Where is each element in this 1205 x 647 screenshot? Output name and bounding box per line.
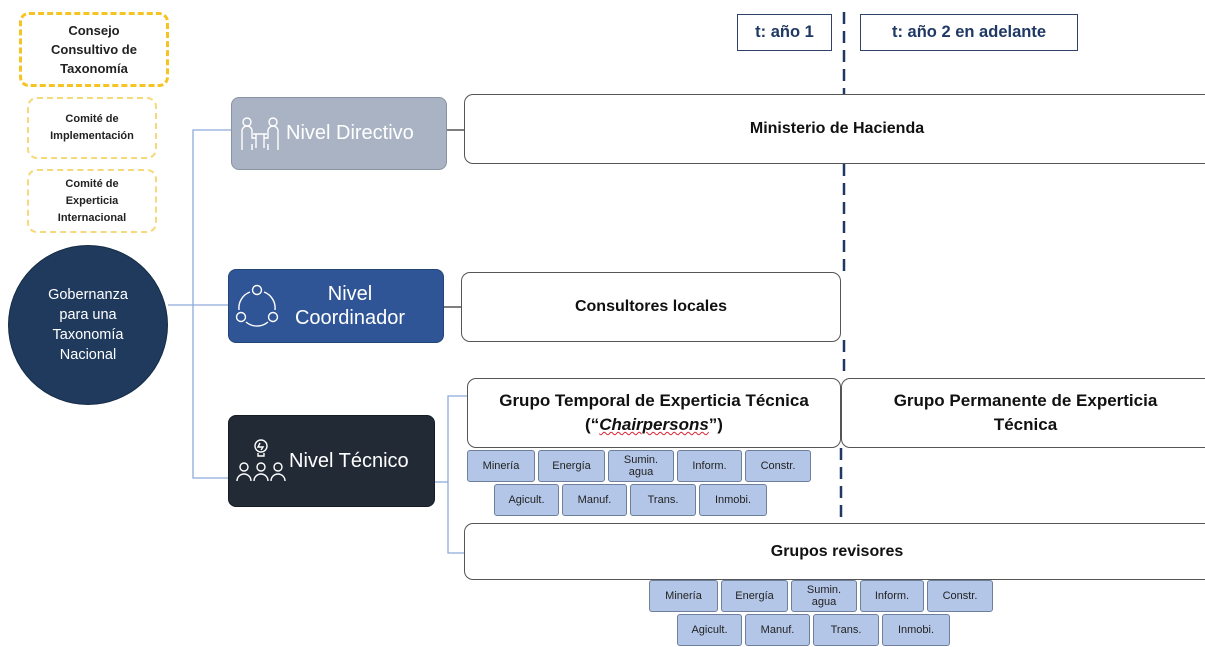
governance-circle: Gobernanza para una Taxonomía Nacional xyxy=(8,245,168,405)
sector-chip: Inmobi. xyxy=(699,484,767,516)
ministerio-label: Ministerio de Hacienda xyxy=(749,120,925,137)
sector-chip-text: Constr. xyxy=(942,590,978,602)
grupo-temporal-close: ”) xyxy=(708,415,723,434)
sector-chip-text: Trans. xyxy=(647,494,679,506)
consultores-box: Consultores locales xyxy=(461,272,841,342)
sector-chip: Trans. xyxy=(813,614,879,646)
sector-chip-text: Energía xyxy=(552,460,591,472)
ministerio-box: Ministerio de Hacienda xyxy=(464,94,1205,164)
sector-chip: Constr. xyxy=(745,450,811,482)
sector-chip-text: Inmobi. xyxy=(714,494,752,506)
sector-chip-text: Sumin. xyxy=(623,454,659,466)
sector-chip: Energía xyxy=(721,580,788,612)
sector-chip: Sumin.agua xyxy=(791,580,857,612)
period-year1-label: t: año 1 xyxy=(737,14,832,51)
team-idea-icon xyxy=(233,437,289,485)
grupo-temporal-box: Grupo Temporal de Experticia Técnica (“C… xyxy=(467,378,841,448)
comite-exp-line-3: Internacional xyxy=(57,211,127,224)
sector-chip: Minería xyxy=(467,450,535,482)
grupos-revisores-label: Grupos revisores xyxy=(770,542,904,560)
sector-chip-text: Sumin. xyxy=(806,584,842,596)
sector-chip-text: Constr. xyxy=(760,460,796,472)
nivel-coordinador-box: Nivel Coordinador xyxy=(228,269,444,343)
sector-chip: Agicult. xyxy=(677,614,742,646)
sector-chip: Inmobi. xyxy=(882,614,950,646)
sector-chip-text: Minería xyxy=(665,590,702,602)
sector-chip-text: Manuf. xyxy=(577,494,612,506)
sector-chip-text: Minería xyxy=(482,460,520,472)
sector-chip-text: Agicult. xyxy=(508,494,545,506)
governance-line-2: para una xyxy=(59,307,117,323)
sector-chip: Energía xyxy=(538,450,605,482)
nivel-coordinador-line-2: Coordinador xyxy=(294,307,406,329)
sector-chip-text: Manuf. xyxy=(760,624,795,636)
sector-chip: Sumin.agua xyxy=(608,450,674,482)
sector-chip: Inform. xyxy=(677,450,742,482)
comite-exp-line-1: Comité de xyxy=(65,177,119,190)
consejo-line-2: Consultivo de xyxy=(51,42,137,57)
cycle-icon xyxy=(231,283,283,329)
sector-chip-text: Energía xyxy=(735,590,774,602)
comite-impl-line-1: Comité de xyxy=(65,113,119,125)
sector-chip: Constr. xyxy=(927,580,993,612)
sector-chip: Minería xyxy=(649,580,718,612)
sector-chip-text: Inform. xyxy=(692,460,727,472)
nivel-tecnico-box: Nivel Técnico xyxy=(228,415,435,507)
grupo-permanente-label: Grupo Permanente de Experticia Técnica xyxy=(893,391,1158,434)
nivel-coordinador-label: Nivel Coordinador xyxy=(283,282,417,330)
comite-exp-line-2: Experticia xyxy=(65,194,119,207)
sector-chip-text: Agicult. xyxy=(691,624,728,636)
nivel-coordinador-line-1: Nivel xyxy=(327,283,373,305)
nivel-directivo-box: Nivel Directivo xyxy=(231,97,447,170)
consejo-line-1: Consejo xyxy=(68,23,120,38)
grupo-temporal-line-1: Grupo Temporal de Experticia Técnica xyxy=(499,391,809,410)
meeting-icon xyxy=(234,114,286,154)
consultores-label: Consultores locales xyxy=(574,298,728,315)
governance-line-3: Taxonomía xyxy=(52,327,124,343)
comite-experticia: Comité de Experticia Internacional xyxy=(27,169,157,233)
sector-chip: Inform. xyxy=(860,580,924,612)
sector-chip-text: Inmobi. xyxy=(897,624,935,636)
sector-chip-text: Inform. xyxy=(874,590,910,602)
consejo-consultivo: Consejo Consultivo de Taxonomía xyxy=(19,12,169,87)
governance-line-1: Gobernanza xyxy=(48,287,128,303)
governance-line-4: Nacional xyxy=(59,347,117,363)
sector-chip: Trans. xyxy=(630,484,696,516)
grupo-temporal-open: (“ xyxy=(585,415,600,434)
sector-chip-text: agua xyxy=(811,596,837,608)
period-year2-label: t: año 2 en adelante xyxy=(860,14,1078,51)
consejo-line-3: Taxonomía xyxy=(60,61,128,76)
grupo-temporal-line-2: (“Chairpersons”) xyxy=(499,413,809,437)
sector-chip: Agicult. xyxy=(494,484,559,516)
nivel-directivo-label: Nivel Directivo xyxy=(286,122,414,144)
chairpersons-text: Chairpersons xyxy=(599,415,709,434)
comite-implementacion: Comité de Implementación xyxy=(27,97,157,159)
comite-impl-line-2: Implementación xyxy=(50,130,134,142)
grupo-permanente-box: Grupo Permanente de Experticia Técnica xyxy=(841,378,1205,448)
sector-chip-text: agua xyxy=(628,466,654,478)
sector-chip-text: Trans. xyxy=(830,624,862,636)
grupos-revisores-box: Grupos revisores xyxy=(464,523,1205,580)
nivel-tecnico-label: Nivel Técnico xyxy=(289,449,409,472)
sector-chip: Manuf. xyxy=(562,484,627,516)
sector-chip: Manuf. xyxy=(745,614,810,646)
